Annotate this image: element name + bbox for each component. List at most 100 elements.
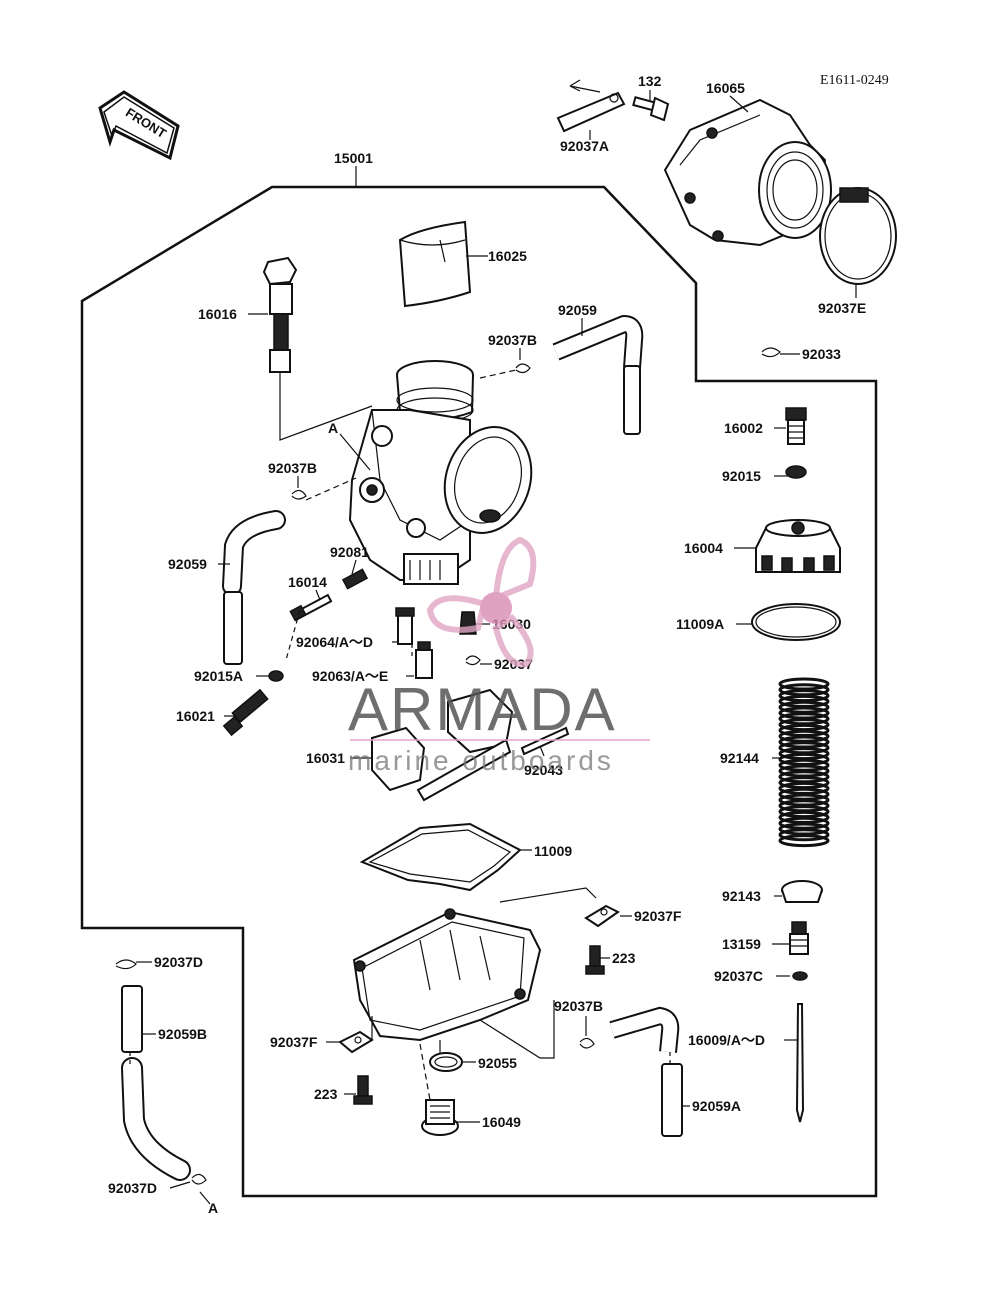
spring-coil [778, 735, 830, 749]
spring-coil [778, 787, 830, 801]
bolt-132-part [632, 96, 670, 122]
spring-coil [778, 677, 830, 691]
propeller-logo-icon [426, 536, 537, 668]
spring-coil [778, 770, 830, 784]
propeller-blade-left [426, 595, 488, 633]
label-92037F-left: 92037F [270, 1034, 318, 1050]
part-labels: 132 16065 92037A 15001 16025 16016 92059… [108, 73, 866, 1216]
intake-duct-16065-part [663, 98, 832, 247]
adjuster-16002-part [785, 407, 807, 445]
label-92059-left: 92059 [168, 556, 207, 572]
propeller-blade-right [492, 614, 534, 668]
spring-coil [778, 781, 830, 795]
spring-coil [778, 683, 830, 697]
label-92037B-left: 92037B [268, 460, 317, 476]
reference-marker-a-bottom: A [208, 1200, 218, 1216]
label-16014: 16014 [288, 574, 327, 590]
label-92037B-top: 92037B [488, 332, 537, 348]
spring-coil [778, 816, 830, 830]
hose-92059B-part [121, 985, 191, 1181]
drain-plug-16049-part [421, 1099, 459, 1136]
spring-coil [778, 718, 830, 732]
float-bowl-insert-16025-part [398, 220, 472, 308]
pilot-screw-16016-part [262, 256, 298, 373]
label-92037C: 92037C [714, 968, 763, 984]
propeller-hub [480, 592, 512, 624]
assembly-kit-outline [80, 185, 878, 1198]
label-92015: 92015 [722, 468, 761, 484]
pilot-jet-92063-part [415, 641, 433, 679]
label-92015A: 92015A [194, 668, 243, 684]
clip-92037B-bottom-part [579, 1037, 595, 1049]
clip-92033-part [761, 347, 781, 358]
spring-coil [778, 799, 830, 813]
carburetor-body-part [348, 360, 533, 585]
spring-coil [778, 758, 830, 772]
label-92037B-bottom: 92037B [554, 998, 603, 1014]
label-223-left: 223 [314, 1086, 338, 1102]
spring-coil [778, 793, 830, 807]
label-132: 132 [638, 73, 662, 89]
label-16002: 16002 [724, 420, 763, 436]
spring-coil [778, 805, 830, 819]
spring-coil [778, 694, 830, 708]
label-16009: 16009/A～D [688, 1032, 765, 1048]
label-92037F-right: 92037F [634, 908, 682, 924]
spring-coil [778, 810, 830, 824]
bracket-92037A-part [556, 79, 626, 133]
label-92059-top: 92059 [558, 302, 597, 318]
label-92144: 92144 [720, 750, 759, 766]
label-15001: 15001 [334, 150, 373, 166]
nut-92015-part [785, 465, 807, 479]
drawing-code: E1611-0249 [820, 73, 889, 88]
o-ring-92055-part [429, 1052, 463, 1072]
label-223-right: 223 [612, 950, 636, 966]
label-16031: 16031 [306, 750, 345, 766]
reference-marker-a-top: A [328, 420, 338, 436]
bowl-gasket-11009-part [359, 822, 522, 892]
screw-223-left-part [353, 1075, 373, 1105]
top-cap-16004-part [755, 519, 841, 573]
bracket-92037F-left-part [338, 1030, 374, 1054]
needle-holder-13159-part [789, 921, 809, 955]
label-16004: 16004 [684, 540, 723, 556]
spring-coil [778, 776, 830, 790]
reference-lines [129, 369, 671, 1101]
label-16049: 16049 [482, 1114, 521, 1130]
clip-92037B-left-part [291, 489, 307, 500]
label-92059B: 92059B [158, 1026, 207, 1042]
spring-coil [778, 700, 830, 714]
screw-16021-part [222, 688, 269, 737]
washer-92015A-part [268, 670, 284, 682]
label-92037D-bottom: 92037D [108, 1180, 157, 1196]
jet-16014-part [289, 593, 333, 622]
label-16021: 16021 [176, 708, 215, 724]
holder-92143-part [781, 880, 823, 903]
label-11009: 11009 [534, 843, 572, 859]
spring-coil [778, 723, 830, 737]
jet-needle-16009-part [795, 1003, 805, 1123]
clip-92037D-bottom-part [191, 1173, 207, 1185]
bracket-92037F-right-part [584, 904, 620, 928]
spring-coil [778, 741, 830, 755]
leader-lines [136, 90, 857, 1205]
label-11009A: 11009A [676, 616, 724, 632]
spring-coil [778, 828, 830, 842]
float-bowl-part [352, 908, 542, 1042]
label-92143: 92143 [722, 888, 761, 904]
label-92059A: 92059A [692, 1098, 741, 1114]
clip-92037C-part [792, 971, 808, 981]
clip-92037D-top-part [115, 959, 137, 970]
label-92037D-top: 92037D [154, 954, 203, 970]
label-92081: 92081 [330, 544, 369, 560]
spring-coil [778, 747, 830, 761]
watermark-tagline: marine outboards [348, 745, 614, 776]
label-92055: 92055 [478, 1055, 517, 1071]
label-92063: 92063/A～E [312, 668, 388, 684]
spring-coil [778, 764, 830, 778]
hose-clamp-92037E-part [819, 187, 897, 285]
label-92037E: 92037E [818, 300, 866, 316]
label-92033: 92033 [802, 346, 841, 362]
label-92037A: 92037A [560, 138, 609, 154]
